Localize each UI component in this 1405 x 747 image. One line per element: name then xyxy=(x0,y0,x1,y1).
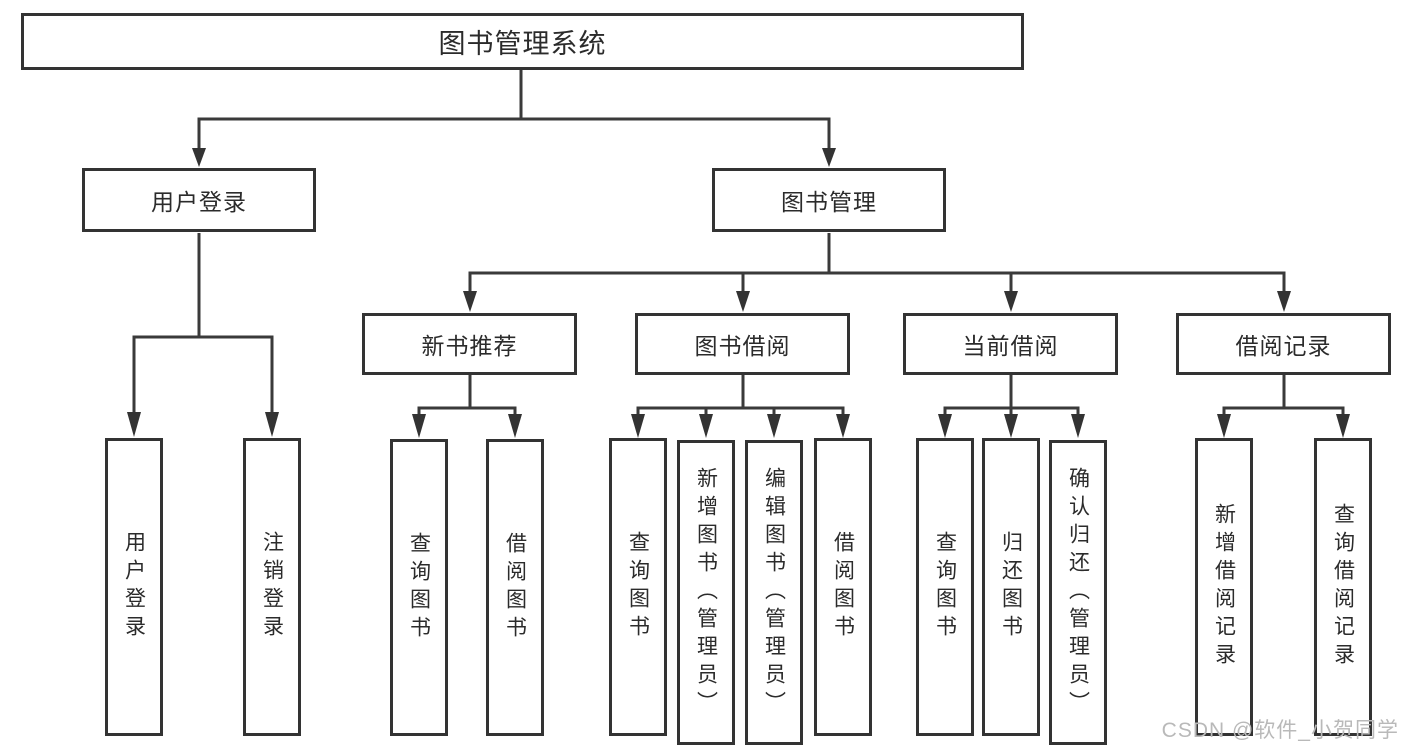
node-leaf-return-book: 归还图书 xyxy=(982,438,1040,736)
node-label: 借阅图书 xyxy=(831,531,855,643)
node-leaf-query-borrow-record: 查询借阅记录 xyxy=(1314,438,1372,736)
node-leaf-confirm-return-admin: 确认归还（管理员） xyxy=(1049,440,1107,745)
node-leaf-user-login: 用户登录 xyxy=(105,438,163,736)
csdn-watermark: CSDN @软件_小贺同学 xyxy=(1161,719,1399,742)
node-label: 图书借阅 xyxy=(694,333,791,359)
node-label: 查询图书 xyxy=(933,531,957,643)
node-label: 归还图书 xyxy=(999,531,1023,643)
node-label: 新增借阅记录 xyxy=(1212,503,1236,671)
node-label: 借阅图书 xyxy=(503,531,527,644)
node-leaf-add-borrow-record: 新增借阅记录 xyxy=(1195,438,1253,736)
node-leaf-logout: 注销登录 xyxy=(243,438,301,736)
node-borrowing-records: 借阅记录 xyxy=(1176,313,1391,375)
node-leaf-add-book-admin: 新增图书（管理员） xyxy=(677,440,735,745)
node-label: 图书管理系统 xyxy=(438,29,607,59)
node-label: 查询图书 xyxy=(626,531,650,643)
node-leaf-borrow-books: 借阅图书 xyxy=(814,438,872,736)
node-label: 注销登录 xyxy=(260,531,284,643)
node-new-book-recommendation: 新书推荐 xyxy=(362,313,577,375)
node-label: 用户登录 xyxy=(151,189,247,215)
node-leaf-edit-book-admin: 编辑图书（管理员） xyxy=(745,440,803,745)
node-label: 图书管理 xyxy=(781,189,877,215)
node-label: 编辑图书（管理员） xyxy=(762,466,786,719)
node-label: 确认归还（管理员） xyxy=(1066,466,1090,719)
node-current-borrowing: 当前借阅 xyxy=(903,313,1118,375)
node-label: 当前借阅 xyxy=(962,333,1059,359)
node-label: 新增图书（管理员） xyxy=(694,466,718,719)
node-library-management-system: 图书管理系统 xyxy=(21,13,1024,70)
node-user-login: 用户登录 xyxy=(82,168,316,232)
node-label: 新书推荐 xyxy=(421,333,518,359)
node-label: 查询图书 xyxy=(407,531,431,644)
node-leaf-query-books: 查询图书 xyxy=(916,438,974,736)
node-book-management: 图书管理 xyxy=(712,168,946,232)
node-label: 查询借阅记录 xyxy=(1331,503,1355,671)
node-leaf-query-books: 查询图书 xyxy=(609,438,667,736)
node-label: 用户登录 xyxy=(122,531,146,643)
node-leaf-query-books: 查询图书 xyxy=(390,439,448,736)
node-book-borrowing: 图书借阅 xyxy=(635,313,850,375)
node-leaf-borrow-books: 借阅图书 xyxy=(486,439,544,736)
node-label: 借阅记录 xyxy=(1235,333,1332,359)
